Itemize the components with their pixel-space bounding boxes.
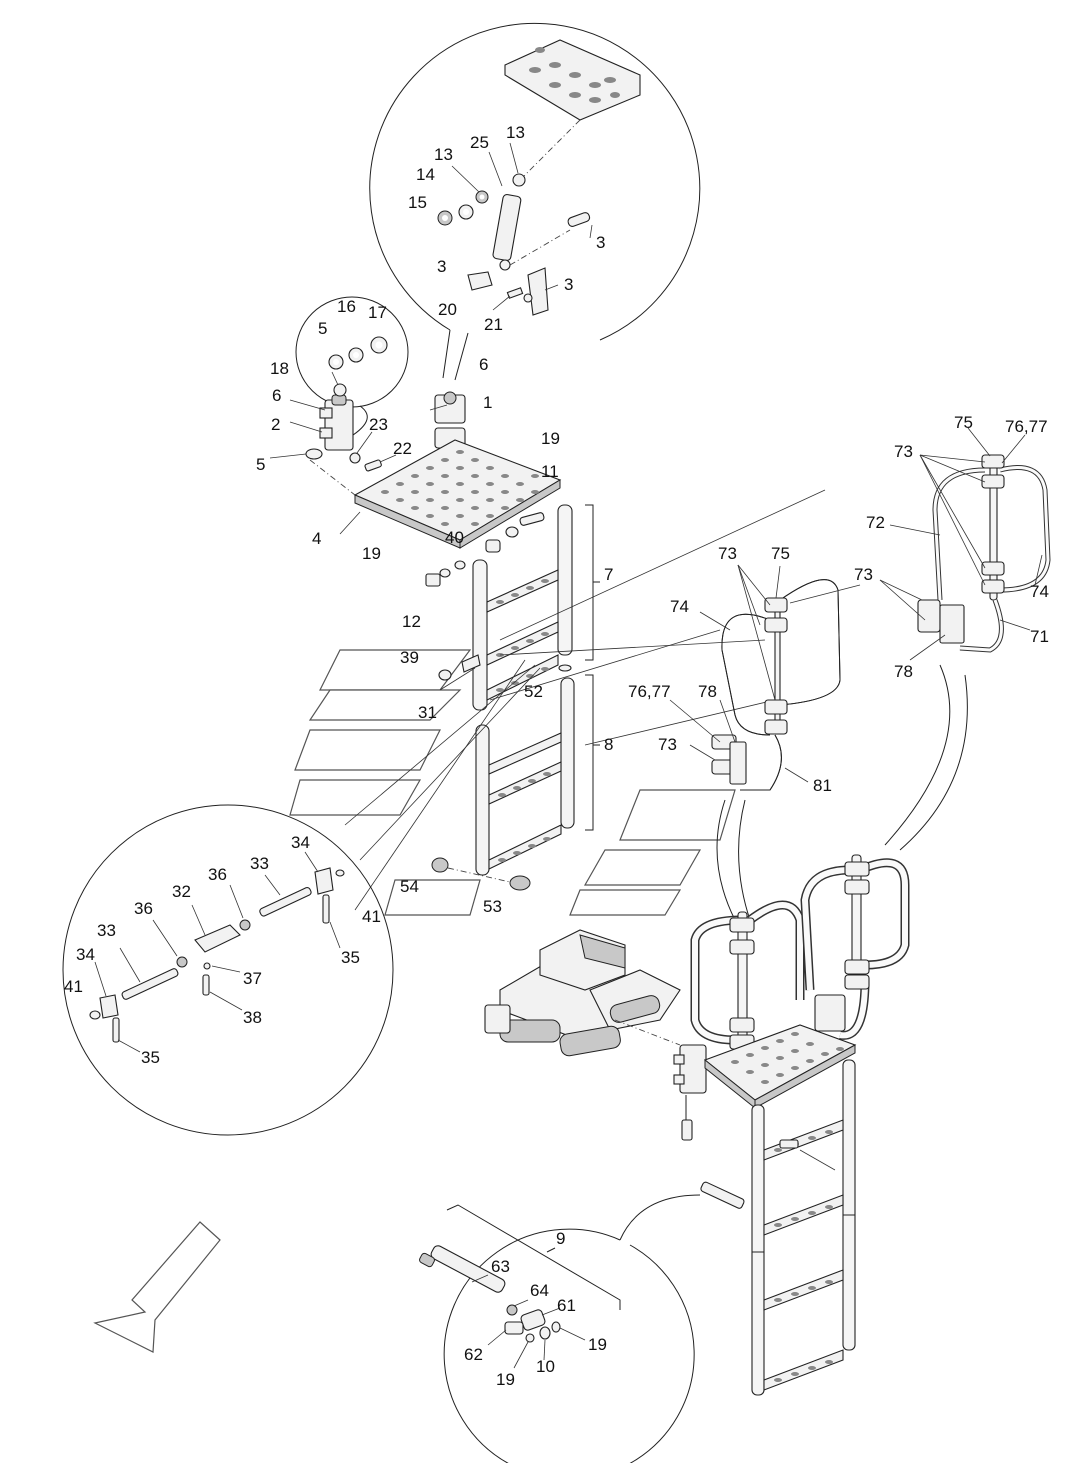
label-39: 39 (400, 648, 419, 667)
label-13: 13 (434, 145, 453, 164)
label-74: 74 (670, 597, 689, 616)
machine-illustration (484, 799, 751, 1057)
label-19: 19 (496, 1370, 515, 1389)
label-8: 8 (604, 735, 613, 754)
label-11: 11 (541, 462, 559, 481)
label-76,77: 76,77 (1005, 417, 1048, 436)
label-19: 19 (362, 544, 381, 563)
label-13: 13 (506, 123, 525, 142)
label-15: 15 (408, 193, 427, 212)
label-74: 74 (1030, 582, 1049, 601)
detail-circle-small (295, 296, 409, 441)
label-4: 4 (312, 529, 321, 548)
label-78: 78 (894, 662, 913, 681)
background-arrows (289, 649, 736, 916)
label-36: 36 (134, 899, 153, 918)
label-6: 6 (272, 386, 281, 405)
label-71: 71 (1030, 627, 1049, 646)
label-40: 40 (445, 528, 464, 547)
detail-circle-top (369, 23, 701, 381)
label-25: 25 (470, 133, 489, 152)
label-78: 78 (698, 682, 717, 701)
label-17: 17 (368, 303, 387, 322)
label-3: 3 (596, 233, 605, 252)
label-72: 72 (866, 513, 885, 532)
label-3: 3 (564, 275, 573, 294)
label-19: 19 (541, 429, 560, 448)
label-61: 61 (557, 1296, 576, 1315)
label-41: 41 (362, 907, 381, 926)
label-18: 18 (270, 359, 289, 378)
label-73: 73 (854, 565, 873, 584)
label-23: 23 (369, 415, 388, 434)
label-32: 32 (172, 882, 191, 901)
label-38: 38 (243, 1008, 262, 1027)
label-37: 37 (243, 969, 262, 988)
label-33: 33 (250, 854, 269, 873)
handrail-middle (669, 564, 861, 791)
label-34: 34 (291, 833, 310, 852)
direction-arrow (93, 1221, 221, 1353)
label-73: 73 (718, 544, 737, 563)
label-6: 6 (479, 355, 488, 374)
label-52: 52 (524, 682, 543, 701)
handrail-right (879, 427, 1051, 851)
label-1: 1 (483, 393, 492, 412)
label-7: 7 (604, 565, 613, 584)
label-20: 20 (438, 300, 457, 319)
label-5: 5 (318, 319, 327, 338)
label-81: 81 (813, 776, 832, 795)
label-73: 73 (894, 442, 913, 461)
label-62: 62 (464, 1345, 483, 1364)
label-5: 5 (256, 455, 265, 474)
label-31: 31 (418, 703, 437, 722)
label-53: 53 (483, 897, 502, 916)
upper-step-platform (269, 371, 562, 587)
label-41: 41 (64, 977, 83, 996)
label-73: 73 (658, 735, 677, 754)
label-54: 54 (400, 877, 419, 896)
ladder-section-lower (431, 674, 600, 891)
part-labels: 13 25 13 14 15 3 3 20 3 21 5 16 17 18 6 … (64, 123, 1049, 1389)
label-16: 16 (337, 297, 356, 316)
label-9: 9 (556, 1229, 565, 1248)
label-36: 36 (208, 865, 227, 884)
label-63: 63 (491, 1257, 510, 1276)
label-3: 3 (437, 257, 446, 276)
label-19: 19 (588, 1335, 607, 1354)
platform-perforations (381, 450, 539, 526)
label-21: 21 (484, 315, 503, 334)
label-64: 64 (530, 1281, 549, 1300)
label-10: 10 (536, 1357, 555, 1376)
label-35: 35 (341, 948, 360, 967)
label-76,77: 76,77 (628, 682, 671, 701)
leader-lines-center (344, 489, 826, 911)
label-75: 75 (771, 544, 790, 563)
label-14: 14 (416, 165, 435, 184)
label-33: 33 (97, 921, 116, 940)
label-22: 22 (393, 439, 412, 458)
detail-circle-left (62, 804, 394, 1136)
label-2: 2 (271, 415, 280, 434)
label-75: 75 (954, 413, 973, 432)
label-34: 34 (76, 945, 95, 964)
assembled-ladder (673, 854, 910, 1396)
label-12: 12 (402, 612, 421, 631)
detail-circle-bottom (419, 1194, 701, 1463)
label-35: 35 (141, 1048, 160, 1067)
